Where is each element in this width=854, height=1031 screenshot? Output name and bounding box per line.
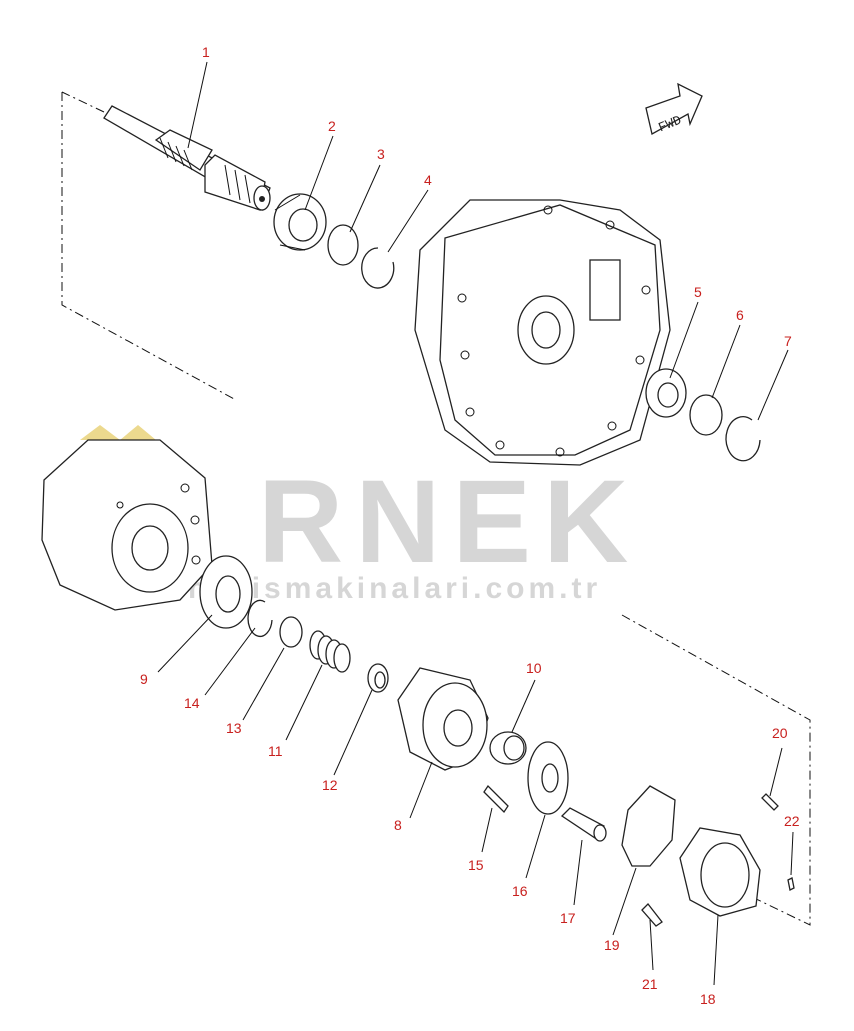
part-12-bushing xyxy=(367,663,389,693)
part-15-pin xyxy=(483,784,509,814)
callout-5: 5 xyxy=(694,284,702,300)
part-10-bushing xyxy=(489,731,527,765)
part-18-cover xyxy=(679,827,761,917)
part-3-ring xyxy=(327,224,359,266)
part-16-retainer-plate xyxy=(527,741,569,815)
callout-8: 8 xyxy=(394,817,402,833)
part-6-ring xyxy=(689,394,723,436)
callout-20: 20 xyxy=(772,725,788,741)
part-19-swash-plate xyxy=(621,785,676,867)
callout-3: 3 xyxy=(377,146,385,162)
part-1-drive-shaft xyxy=(103,105,271,211)
callout-11: 11 xyxy=(268,743,283,759)
callout-12: 12 xyxy=(322,777,338,793)
part-14-snap-ring xyxy=(247,599,273,637)
part-21-bolt xyxy=(641,903,663,927)
pump-assembly-overview xyxy=(41,439,213,611)
pump-housing xyxy=(414,199,671,466)
part-5-bearing xyxy=(645,368,687,418)
part-22-pin xyxy=(787,877,795,891)
part-13-ring xyxy=(279,616,303,648)
callout-9: 9 xyxy=(140,671,148,687)
watermark-url: nekismakinalari.com.tr xyxy=(188,572,601,605)
part-17-guide xyxy=(560,807,607,842)
part-9-plate xyxy=(199,555,253,629)
assembly-boundary-lines xyxy=(61,91,811,926)
callout-17: 17 xyxy=(560,910,576,926)
watermark-accent-icon xyxy=(80,425,156,440)
callout-10: 10 xyxy=(526,660,542,676)
callout-4: 4 xyxy=(424,172,432,188)
part-8-cylinder-block xyxy=(397,667,489,771)
callout-15: 15 xyxy=(468,857,484,873)
callout-7: 7 xyxy=(784,333,792,349)
callout-19: 19 xyxy=(604,937,620,953)
callout-labels: 1 2 3 4 5 6 7 8 9 10 11 12 13 14 15 16 1… xyxy=(140,44,800,1007)
part-20-pin xyxy=(761,793,779,811)
fwd-arrow-icon: FWD xyxy=(645,82,703,135)
part-7-snap-ring xyxy=(725,416,761,462)
callout-1: 1 xyxy=(202,44,210,60)
callout-18: 18 xyxy=(700,991,716,1007)
callout-6: 6 xyxy=(736,307,744,323)
callout-2: 2 xyxy=(328,118,336,134)
callout-22: 22 xyxy=(784,813,800,829)
part-11-spring xyxy=(309,630,351,673)
callout-14: 14 xyxy=(184,695,200,711)
callout-21: 21 xyxy=(642,976,658,992)
callout-16: 16 xyxy=(512,883,528,899)
callout-13: 13 xyxy=(226,720,242,736)
part-4-snap-ring xyxy=(361,247,395,289)
watermark: RNEK nekismakinalari.com.tr xyxy=(80,425,640,605)
leader-lines xyxy=(157,61,794,986)
part-2-bearing xyxy=(273,193,327,251)
watermark-brand: RNEK xyxy=(258,456,640,588)
